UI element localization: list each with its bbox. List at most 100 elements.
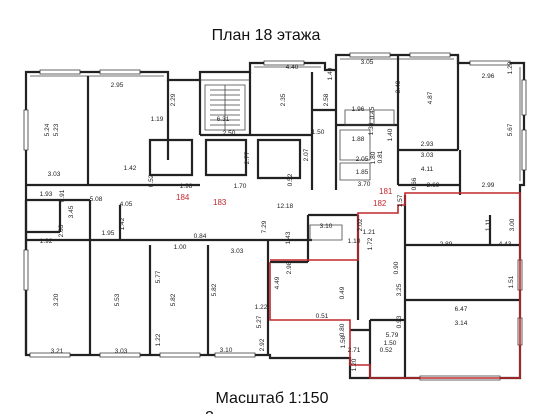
dimension-label: 1.93 [40,191,53,198]
dimension-label: 1.42 [124,165,137,172]
dimension-label: 5.82 [211,283,218,296]
dimension-label: 1.85 [356,169,369,176]
dimension-label: 1.92 [40,238,53,245]
dimension-label: 1.40 [387,128,394,141]
dimension-label: 1.20 [351,358,358,371]
dimension-label: 1.36 [368,122,375,135]
dimension-label: 1.22 [155,333,162,346]
dimension-label: 1.23 [507,61,514,74]
dimension-label: 1.51 [508,275,515,288]
dimension-label: 3.20 [53,293,60,306]
dimension-label: 2.29 [170,93,177,106]
dimension-label: 1.95 [102,230,115,237]
dimension-label: 2.07 [303,148,310,161]
dimension-label: 3.03 [231,248,244,255]
dimension-label: 1.21 [363,229,376,236]
dimension-label: 2.93 [421,141,434,148]
dimension-label: 3.03 [421,152,434,159]
dimension-label: 3.10 [320,223,333,230]
dimension-label: 5.08 [90,196,103,203]
dimension-label: 2.95 [111,82,124,89]
dimension-label: 4.05 [120,201,133,208]
dimension-label: 0.52 [148,174,155,187]
dimension-label: 1.72 [367,237,374,250]
dimension-label: 5.24 [44,123,51,136]
exterior-walls [24,53,526,380]
apartment-number-184: 184 [176,193,190,202]
dimension-label: 1.11 [485,219,492,232]
dimension-label: 0.52 [380,347,393,354]
dimension-label: 1.98 [180,183,193,190]
dimension-label: 2.02 [357,218,364,231]
dimension-label: 1.42 [119,217,126,230]
dimension-label: 1.58 [340,335,347,348]
dimension-label: 1.40 [327,67,334,80]
dimension-label: 5.77 [155,270,162,283]
scale-label: Масштаб 1:150 [216,390,329,407]
dimension-label: 3.10 [220,347,233,354]
dimension-label: 0.45 [369,106,376,119]
dimension-label: 5.82 [170,293,177,306]
dimension-label: 3.21 [51,348,64,355]
dimension-label: 0.93 [396,315,403,328]
dimension-label: 3.03 [115,348,128,355]
dimension-label: 2.05 [356,156,369,163]
dimension-label: 2.71 [348,347,361,354]
dimension-label: 1.10 [348,238,361,245]
dimension-label: 3.14 [455,320,468,327]
dimension-label: 3.49 [395,80,402,93]
dimension-label: 1.57 [397,194,404,207]
dimension-label: 5.79 [386,332,399,339]
dimension-label: 1.96 [352,106,365,113]
dimension-label: 0.84 [194,233,207,240]
dimension-label: 5.53 [114,293,121,306]
interior-walls [23,52,527,381]
dimension-label: 1.70 [234,183,247,190]
dimension-label: 1.50 [384,340,397,347]
apartment-number-181: 181 [379,187,393,196]
dimension-label: 4.49 [274,276,281,289]
dimension-label: 2.96 [482,73,495,80]
dimension-label: 3.00 [509,218,516,231]
dimension-label: 2.58 [323,93,330,106]
footer-fragment: 2 [205,409,214,414]
dimension-label: 2.98 [286,261,293,274]
dimension-label: 3.05 [361,59,374,66]
dimension-label: 1.19 [151,116,164,123]
dimension-label: 1.88 [352,136,365,143]
dimension-label: 2.99 [482,182,495,189]
dimension-label: 5.23 [53,123,60,136]
dimension-label: 0.91 [59,189,66,202]
dimension-label: 1.22 [255,304,268,311]
dimension-label: 3.70 [358,181,371,188]
dimension-label: 1.43 [285,231,292,244]
dimension-label: 3.25 [396,283,403,296]
dimension-label: 6.31 [217,116,230,123]
apartment-number-183: 183 [213,198,227,207]
dimension-label: 6.47 [455,306,468,313]
dimension-label: 3.03 [48,171,61,178]
dimension-label: 3.45 [68,205,75,218]
dimension-label: 1.50 [312,129,325,136]
dimension-label: 2.35 [280,93,287,106]
dimension-label: 2.69 [427,182,440,189]
dimension-label: 4.11 [421,166,434,173]
dimension-label: 5.67 [507,123,514,136]
dimension-label: 0.51 [316,313,329,320]
dimension-label: 0.90 [393,261,400,274]
highlighted-apartment-outline [269,192,521,379]
dimension-label: 2.89 [440,241,453,248]
dimension-label: 1.00 [174,244,187,251]
dimension-label: 1.80 [370,151,377,164]
dimension-label: 5.27 [256,315,263,328]
dimension-label: 0.66 [411,177,418,190]
dimension-label: 7.29 [261,220,268,233]
dimension-label: 2.92 [259,338,266,351]
dimension-label: 4.87 [427,91,434,104]
dimension-label: 0.52 [287,173,294,186]
dimension-label: 4.40 [286,64,299,71]
dimension-label: 12.18 [277,203,294,210]
dimension-label: 0.81 [377,150,384,163]
